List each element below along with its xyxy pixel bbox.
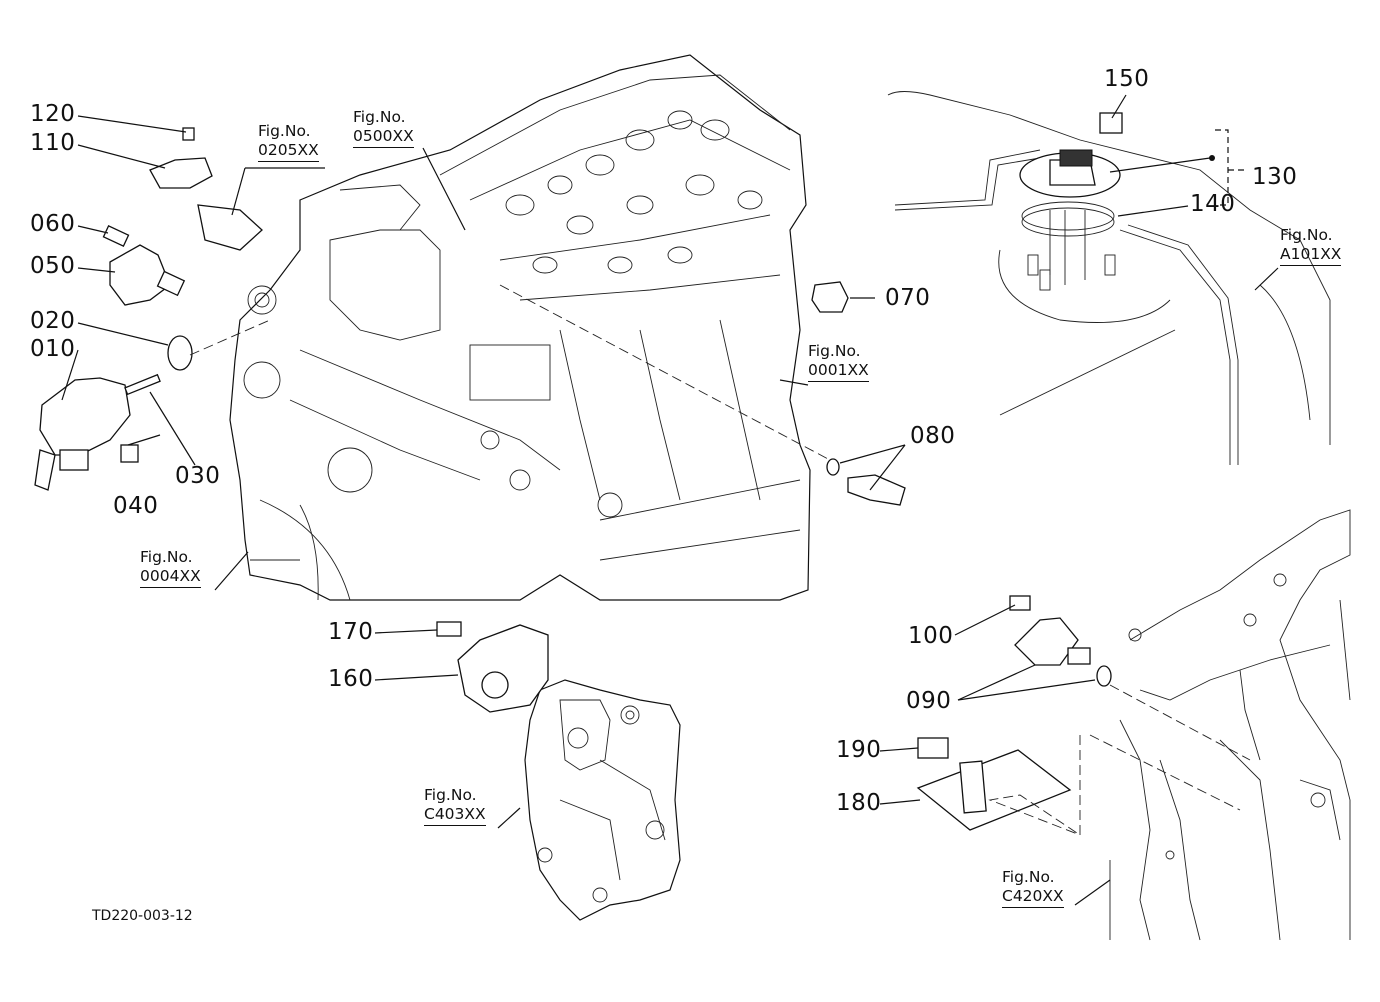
part-label-110: 110 [30,130,76,156]
fig-ref-prefix: Fig.No. [140,548,193,566]
fig-ref-prefix: Fig.No. [424,786,477,804]
fig-ref-code: C403XX [424,805,486,826]
part-180-plate [916,749,1072,831]
part-160-sensor [457,624,549,713]
fig-ref-prefix: Fig.No. [1002,868,1055,886]
part-label-020: 020 [30,308,76,334]
part-040-nut [120,444,139,463]
part-label-130: 130 [1252,164,1298,190]
part-label-190: 190 [836,737,882,763]
fig-ref-0205[interactable]: Fig.No. 0205XX [258,122,319,162]
part-label-150: 150 [1104,66,1150,92]
part-label-070: 070 [885,285,931,311]
part-label-170: 170 [328,619,374,645]
part-label-090: 090 [906,688,952,714]
part-label-120: 120 [30,101,76,127]
fig-ref-0500[interactable]: Fig.No. 0500XX [353,108,414,148]
part-030-stud [124,373,161,396]
part-080-sensor [847,474,906,506]
fig-ref-code: A101XX [1280,245,1342,266]
fig-ref-prefix: Fig.No. [258,122,311,140]
fig-ref-code: 0001XX [808,361,869,382]
part-050-nozzle [156,270,186,297]
fuel-tank-drawing [887,91,1331,465]
part-100-bolt [1009,595,1031,611]
part-label-080: 080 [910,423,956,449]
fig-ref-code: 0004XX [140,567,201,588]
part-120-nut [182,127,195,141]
part-090-oring [1096,665,1112,687]
part-020-oring [167,335,193,371]
part-160-rotor [481,671,509,699]
fig-ref-prefix: Fig.No. [1280,226,1333,244]
fig-ref-code: C420XX [1002,887,1064,908]
part-090-nozzle [1067,647,1091,665]
part-050-sensor [109,244,171,306]
part-170-bolt [436,621,462,637]
part-label-140: 140 [1190,191,1236,217]
fig-ref-prefix: Fig.No. [353,108,406,126]
fig-ref-code: 0500XX [353,127,414,148]
part-label-040: 040 [113,493,159,519]
fig-ref-prefix: Fig.No. [808,342,861,360]
leader-lines [61,94,1279,906]
fig-ref-C420[interactable]: Fig.No. C420XX [1002,868,1064,908]
part-label-060: 060 [30,211,76,237]
part-label-180: 180 [836,790,882,816]
fig-ref-0001[interactable]: Fig.No. 0001XX [808,342,869,382]
fig-ref-A101[interactable]: Fig.No. A101XX [1280,226,1342,266]
part-190-bolt [917,737,949,759]
fig-ref-code: 0205XX [258,141,319,162]
hydraulic-block-drawing [524,679,681,921]
fig-ref-0004[interactable]: Fig.No. 0004XX [140,548,201,588]
fig-ref-C403[interactable]: Fig.No. C403XX [424,786,486,826]
engine-block-drawing [229,54,811,601]
part-110-sensor [149,157,213,189]
drawing-code: TD220-003-12 [92,908,193,924]
part-110-bracket [197,204,263,251]
part-060-bolt [102,225,130,247]
part-010-solenoid [39,377,131,456]
part-010-connector [59,449,89,471]
part-070-switch [811,281,849,313]
part-label-010: 010 [30,336,76,362]
part-010-lead [34,449,56,491]
part-label-030: 030 [175,463,221,489]
part-080-oring [826,458,840,476]
transmission-housing-drawing [1109,509,1351,941]
part-label-050: 050 [30,253,76,279]
part-label-100: 100 [908,623,954,649]
part-180-tab [959,760,987,814]
part-label-160: 160 [328,666,374,692]
